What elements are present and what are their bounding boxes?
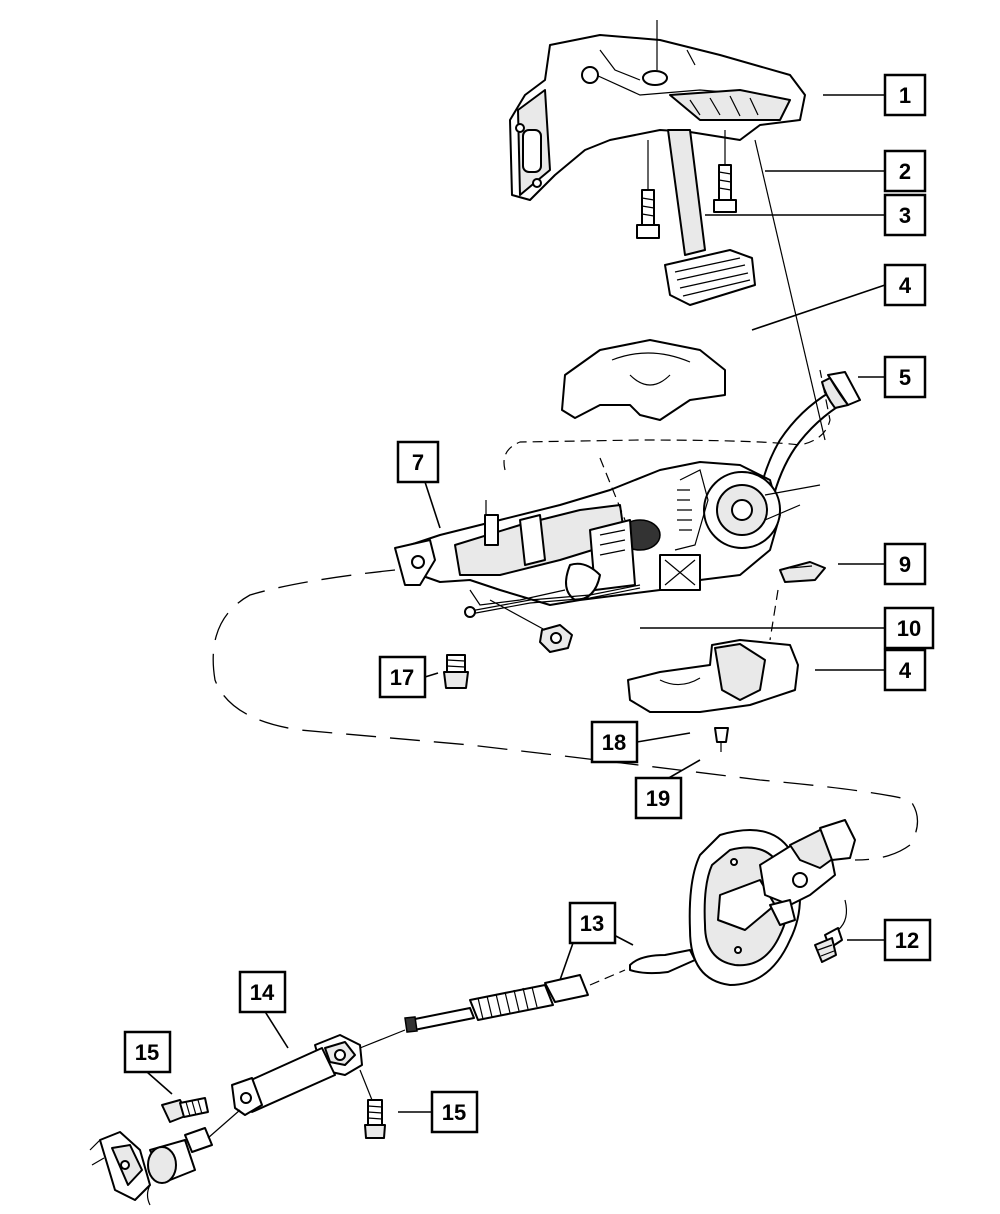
callout-5: 5 xyxy=(883,355,927,399)
callout-label: 5 xyxy=(899,365,911,390)
lower-shroud xyxy=(627,639,799,713)
callout-label: 4 xyxy=(899,658,912,683)
callout-15-left: 15 xyxy=(123,1030,172,1074)
callout-label: 4 xyxy=(899,273,912,298)
callout-label: 19 xyxy=(646,786,670,811)
clip-part-9 xyxy=(779,561,826,583)
callout-label: 18 xyxy=(602,730,626,755)
tilt-cable xyxy=(464,584,641,618)
multifunction-lever xyxy=(757,371,861,503)
callout-18: 18 xyxy=(590,720,639,764)
brake-pedal xyxy=(664,129,756,306)
intermediate-shaft xyxy=(404,949,696,1033)
upper-shroud xyxy=(561,339,726,421)
callout-label: 9 xyxy=(899,552,911,577)
callout-label: 15 xyxy=(442,1100,466,1125)
lower-shaft xyxy=(231,1029,406,1116)
callout-label: 13 xyxy=(580,911,604,936)
callout-label: 3 xyxy=(899,203,911,228)
bolt-part-12 xyxy=(814,899,848,963)
callout-19: 19 xyxy=(634,776,683,820)
bracket-bolts xyxy=(636,130,737,239)
callout-14: 14 xyxy=(238,970,287,1014)
bolts-part-15 xyxy=(161,1069,386,1139)
callout-label: 1 xyxy=(899,83,911,108)
steering-column xyxy=(394,461,821,606)
callout-7: 7 xyxy=(396,440,440,484)
callout-12: 12 xyxy=(883,918,932,962)
callout-label: 14 xyxy=(250,980,275,1005)
callout-4-upper: 4 xyxy=(883,263,927,307)
gear-coupler xyxy=(89,1109,241,1206)
callout-9: 9 xyxy=(883,542,927,586)
callout-label: 17 xyxy=(390,665,414,690)
callout-10: 10 xyxy=(883,606,935,650)
callout-label: 10 xyxy=(897,616,921,641)
callout-13: 13 xyxy=(568,901,617,945)
screw-part-18 xyxy=(714,727,729,752)
bolt-part-17 xyxy=(443,654,469,689)
callout-label: 2 xyxy=(899,159,911,184)
callout-label: 15 xyxy=(135,1040,159,1065)
callout-17: 17 xyxy=(378,655,427,699)
upper-u-joint xyxy=(759,819,856,926)
column-nut xyxy=(539,624,573,653)
callout-15-right: 15 xyxy=(430,1090,479,1134)
callout-4-lower: 4 xyxy=(883,648,927,692)
leader-lines xyxy=(146,94,886,1113)
callout-label: 7 xyxy=(412,450,424,475)
assembly-dash-path xyxy=(212,139,919,861)
callout-2: 2 xyxy=(883,149,927,193)
callout-1: 1 xyxy=(883,73,927,117)
callout-3: 3 xyxy=(883,193,927,237)
pedal-bracket xyxy=(509,20,806,201)
callout-label: 12 xyxy=(895,928,919,953)
